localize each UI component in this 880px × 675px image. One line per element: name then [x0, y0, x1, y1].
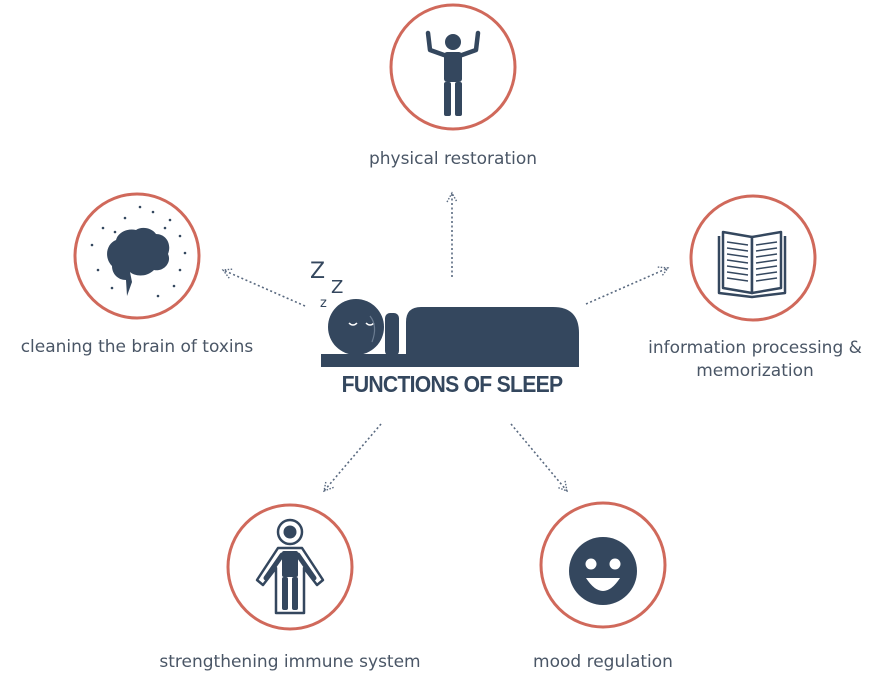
diagram-title: FUNCTIONS OF SLEEP: [341, 371, 563, 397]
sleeping-person-in-bed-icon: [321, 299, 579, 367]
blanket: [406, 307, 579, 356]
label-line: cleaning the brain of toxins: [20, 337, 254, 357]
arrow-to-information: [585, 266, 670, 305]
node-immune: [226, 503, 354, 631]
label-line: mood regulation: [533, 652, 673, 672]
brain-icon: [90, 205, 187, 298]
label-line: information processing &: [648, 338, 862, 358]
bed-base: [321, 354, 579, 367]
arrow-to-mood: [510, 423, 568, 493]
label-line: strengthening immune system: [159, 652, 421, 672]
node-cleaning: [73, 192, 201, 320]
label-mood-regulation: mood regulation: [503, 651, 703, 674]
arrow-to-cleaning: [221, 268, 306, 307]
sleeper-head: [328, 299, 384, 355]
label-cleaning-brain: cleaning the brain of toxins: [4, 336, 270, 359]
label-physical-restoration: physical restoration: [303, 148, 603, 171]
node-information: [689, 194, 817, 322]
sleep-z-small: z: [320, 296, 327, 311]
label-line: memorization: [696, 361, 814, 381]
label-line: physical restoration: [368, 149, 538, 169]
toxin-dots: [90, 205, 187, 298]
arrows: [221, 191, 670, 493]
open-book-icon: [717, 230, 787, 299]
node-physical: [389, 3, 517, 131]
sleep-z-large: Z: [310, 259, 326, 284]
pillow: [385, 313, 399, 356]
book-text-lines: [726, 241, 778, 282]
node-mood: [539, 501, 667, 629]
shielded-person-icon: [255, 518, 325, 615]
label-strengthening-immune: strengthening immune system: [140, 651, 440, 674]
arrow-to-immune: [323, 423, 382, 493]
sleep-z-medium: Z: [331, 277, 344, 298]
label-information-processing: information processing & memorization: [634, 337, 876, 383]
smiley-face-icon: [569, 537, 637, 605]
person-arms-raised-icon: [425, 30, 481, 116]
